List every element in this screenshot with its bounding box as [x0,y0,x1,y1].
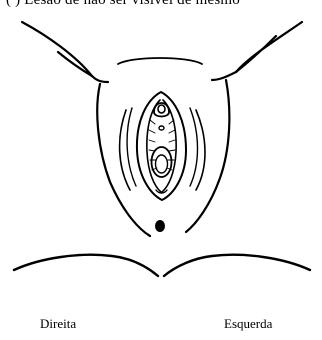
mons-curve [118,58,202,64]
right-gluteal-bottom [164,255,310,276]
right-side-label: Direita [40,316,76,332]
vaginal-opening-inner [156,155,168,173]
anus [156,221,165,232]
outer-right-fold-inner [190,108,198,186]
right-thigh-crease [212,36,276,80]
right-buttock-curve [186,80,229,232]
labia-majora-outline [137,92,186,200]
outer-left-fold-inner [127,108,136,186]
left-thigh-outline [22,22,92,76]
clitoris [158,105,165,113]
left-side-label: Esquerda [224,316,272,332]
left-buttock-curve [97,84,150,236]
left-gluteal-bottom [14,255,158,276]
urethral-opening [159,126,164,130]
